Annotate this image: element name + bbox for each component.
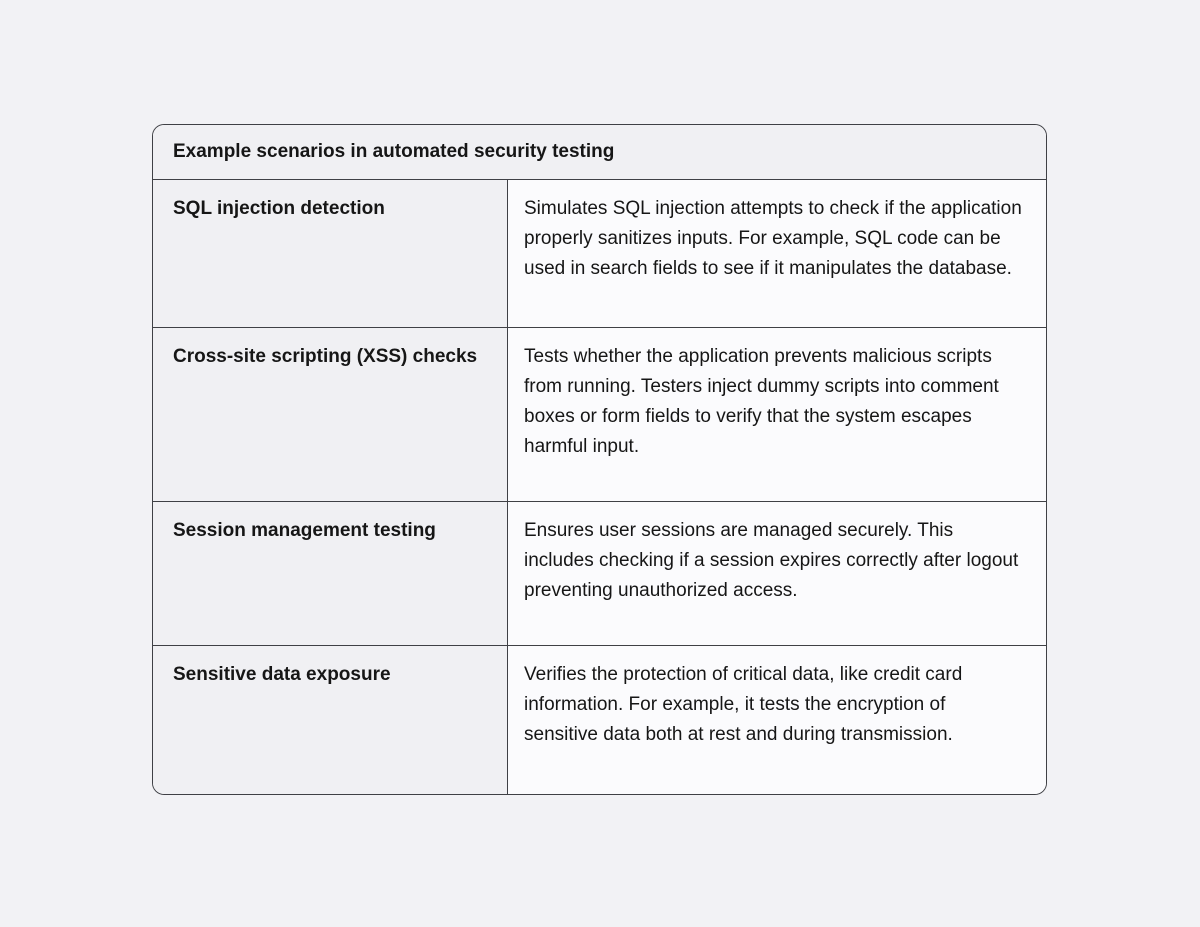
table-row: SQL injection detection Simulates SQL in… bbox=[153, 180, 1046, 328]
term-cell-sensitive-data: Sensitive data exposure bbox=[153, 646, 508, 794]
description-cell-sql-injection: Simulates SQL injection attempts to chec… bbox=[508, 180, 1046, 327]
table-row: Sensitive data exposure Verifies the pro… bbox=[153, 646, 1046, 794]
table-title: Example scenarios in automated security … bbox=[153, 125, 1046, 180]
description-cell-xss-checks: Tests whether the application prevents m… bbox=[508, 328, 1046, 501]
term-cell-xss-checks: Cross-site scripting (XSS) checks bbox=[153, 328, 508, 501]
description-cell-sensitive-data: Verifies the protection of critical data… bbox=[508, 646, 1046, 794]
description-cell-session-management: Ensures user sessions are managed secure… bbox=[508, 502, 1046, 645]
term-cell-sql-injection: SQL injection detection bbox=[153, 180, 508, 327]
term-cell-session-management: Session management testing bbox=[153, 502, 508, 645]
table-row: Session management testing Ensures user … bbox=[153, 502, 1046, 646]
security-testing-table: Example scenarios in automated security … bbox=[152, 124, 1047, 795]
table-row: Cross-site scripting (XSS) checks Tests … bbox=[153, 328, 1046, 502]
